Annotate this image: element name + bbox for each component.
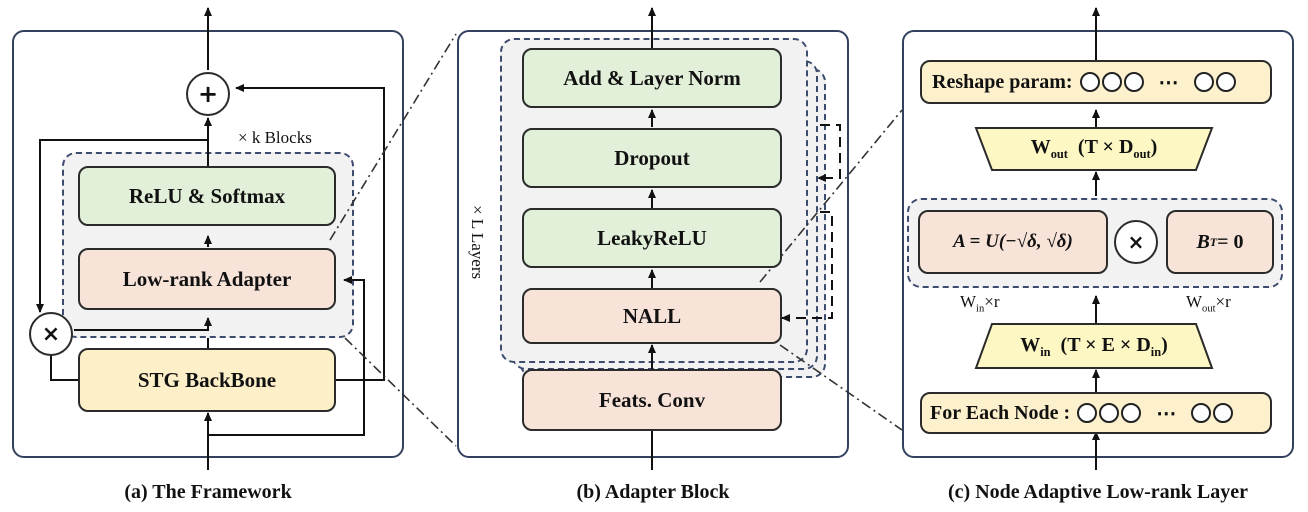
caption-nall: (c) Node Adaptive Low-rank Layer [948, 481, 1248, 503]
w-out-label: Wout (T × Dout) [1030, 136, 1158, 161]
reshape-ellipsis: ⋯ [1158, 71, 1179, 94]
low-rank-adapter-box: Low-rank Adapter [78, 248, 336, 310]
k-blocks-label: × k Blocks [238, 128, 312, 147]
low-rank-multiply-circle: × [1114, 220, 1158, 264]
dropout-box: Dropout [522, 128, 782, 188]
reshape-param-label: Reshape param: [932, 70, 1073, 93]
for-each-node-box: For Each Node : ⋯ [920, 392, 1272, 434]
nall-box: NALL [522, 288, 782, 344]
w-in-label: Win (T × E × Din) [1020, 334, 1168, 359]
reshape-dots: ⋯ [1079, 70, 1237, 95]
feats-conv-box: Feats. Conv [522, 369, 782, 431]
a-matrix-box: A = U(−√δ, √δ) [918, 210, 1108, 274]
stg-backbone-box: STG BackBone [78, 348, 336, 412]
for-each-dots: ⋯ [1076, 401, 1234, 426]
l-layers-label: × L Layers [468, 205, 487, 280]
w-in-r-label: Win×r [960, 292, 1000, 315]
w-out-r-label: Wout×r [1186, 292, 1231, 315]
add-layer-norm-box: Add & Layer Norm [522, 48, 782, 108]
multiply-circle: × [29, 312, 73, 356]
leakyrelu-box: LeakyReLU [522, 208, 782, 268]
reshape-param-box: Reshape param: ⋯ [920, 60, 1272, 104]
for-each-node-label: For Each Node : [930, 401, 1071, 424]
relu-softmax-box: ReLU & Softmax [78, 166, 336, 226]
caption-framework: (a) The Framework [124, 481, 292, 503]
add-circle: + [186, 72, 230, 116]
caption-adapter-block: (b) Adapter Block [576, 481, 730, 503]
for-each-ellipsis: ⋯ [1156, 402, 1177, 425]
